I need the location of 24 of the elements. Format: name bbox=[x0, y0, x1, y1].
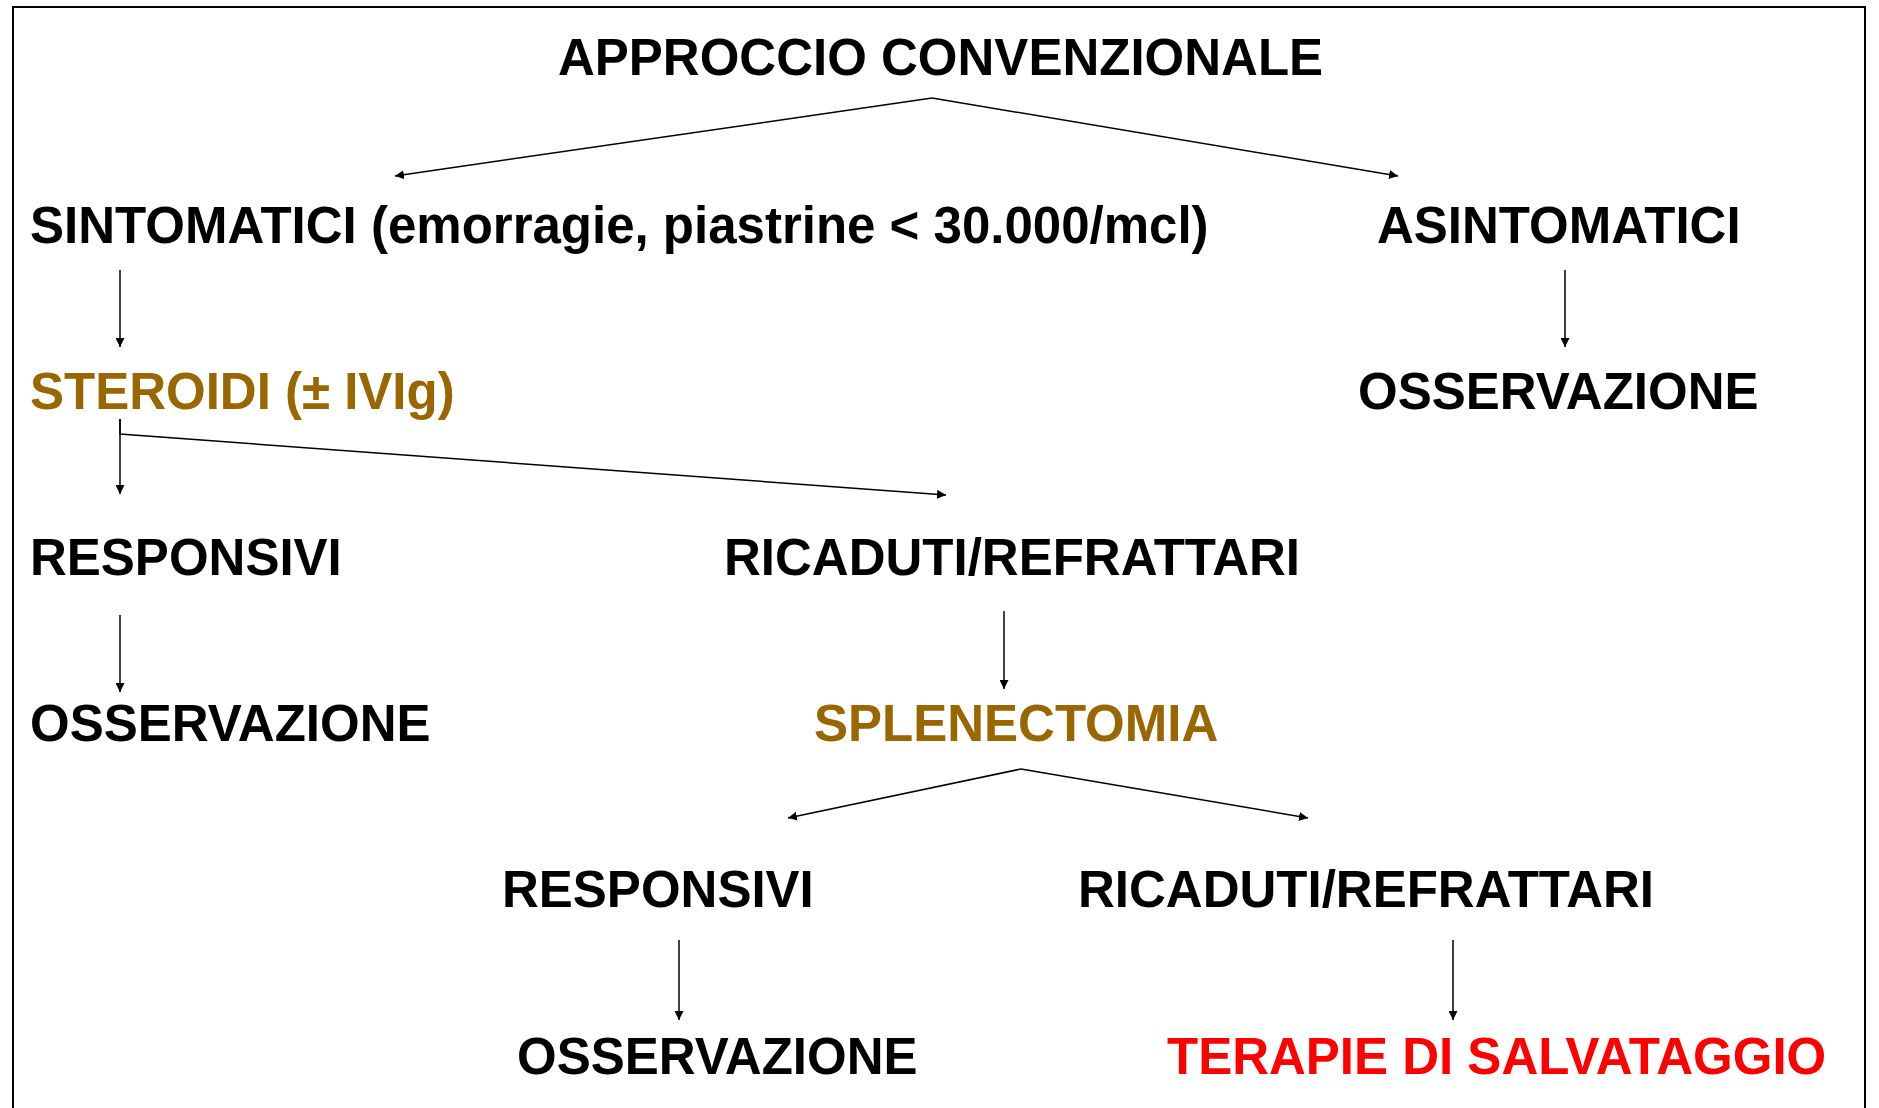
treatment-label: TERAPIE DI SALVATAGGIO bbox=[1167, 1028, 1827, 1085]
outcome-label: OSSERVAZIONE bbox=[517, 1028, 918, 1085]
category-label: RESPONSIVI bbox=[30, 529, 342, 586]
arrow bbox=[119, 418, 947, 499]
outcome-label: OSSERVAZIONE bbox=[1358, 363, 1759, 420]
arrow bbox=[674, 939, 684, 1021]
arrow bbox=[999, 610, 1009, 690]
arrow bbox=[787, 768, 1022, 821]
treatment-label: SPLENECTOMIA bbox=[814, 695, 1219, 752]
arrow bbox=[1448, 939, 1458, 1021]
category-label: ASINTOMATICI bbox=[1377, 197, 1741, 254]
category-label: RICADUTI/REFRATTARI bbox=[724, 529, 1301, 586]
outcome-label: OSSERVAZIONE bbox=[30, 695, 431, 752]
category-label: RESPONSIVI bbox=[502, 861, 814, 918]
category-label: SINTOMATICI (emorragie, piastrine < 30.000/mcl) bbox=[30, 197, 1209, 254]
arrow bbox=[115, 269, 125, 348]
arrow bbox=[1020, 768, 1309, 821]
arrow bbox=[931, 97, 1399, 179]
category-label: RICADUTI/REFRATTARI bbox=[1078, 861, 1655, 918]
treatment-label: STEROIDI (± IVIg) bbox=[30, 363, 455, 420]
arrow bbox=[115, 614, 125, 693]
arrow bbox=[1560, 269, 1570, 348]
heading-label: APPROCCIO CONVENZIONALE bbox=[558, 29, 1324, 86]
arrow bbox=[394, 97, 933, 180]
